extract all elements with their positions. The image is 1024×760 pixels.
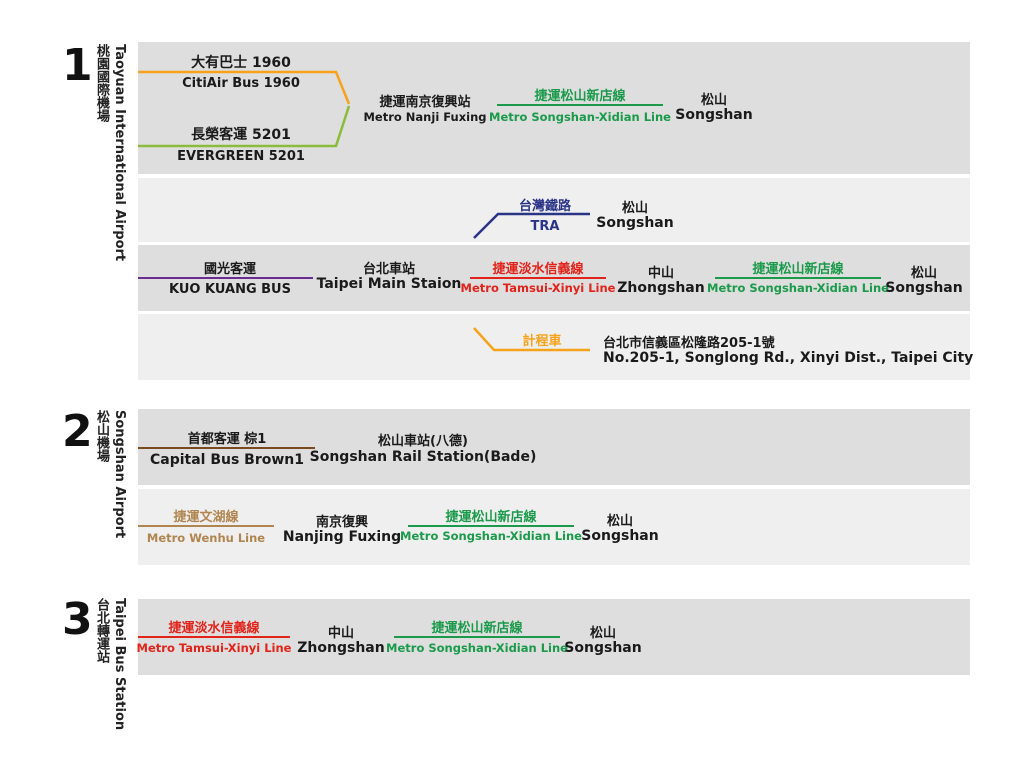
s2-route2-band — [138, 489, 970, 565]
s1-r3-line2-en: Metro Songshan-Xidian Line — [707, 281, 889, 295]
s1-r1-line-zh: 捷運松山新店線 — [534, 89, 626, 104]
s3-songshan-line — [394, 636, 560, 638]
s3-line1-en: Metro Tamsui-Xinyi Line — [136, 641, 292, 655]
s1-r2-dest-zh: 松山 — [621, 201, 649, 216]
kuo-kuang-bus-zh: 國光客運 — [203, 262, 257, 277]
s3-line1-zh: 捷運淡水信義線 — [168, 621, 260, 636]
s1-r3-line1-zh: 捷運淡水信義線 — [492, 262, 584, 277]
section-1-number: 1 — [62, 40, 93, 91]
s1-r3-dest-zh: 松山 — [910, 266, 938, 281]
s1-route2-band — [138, 178, 970, 242]
s1-r1-dest-zh: 松山 — [700, 93, 728, 108]
wenhu-line — [138, 525, 274, 527]
section-2-name-zh: 松山機場 — [94, 410, 109, 462]
s2-nanjing-fuxing-en: Nanjing Fuxing — [282, 529, 402, 545]
s1-r3-line1-en: Metro Tamsui-Xinyi Line — [460, 281, 616, 295]
s1-r2-dest-en: Songshan — [596, 215, 674, 231]
s3-dest-zh: 松山 — [589, 626, 617, 641]
kuo-kuang-bus-line — [138, 277, 313, 279]
s2-r2-line2-zh: 捷運松山新店線 — [445, 510, 537, 525]
tra-route-line — [473, 212, 590, 239]
s2-r2-songshan-line — [408, 525, 574, 527]
capital-bus-line — [138, 447, 315, 449]
s2-r2-dest-en: Songshan — [581, 528, 659, 544]
section-3-number: 3 — [62, 594, 93, 645]
s2-r2-dest-zh: 松山 — [606, 514, 634, 529]
taipei-main-station-en: Taipei Main Staion — [316, 276, 462, 292]
s3-dest-en: Songshan — [564, 640, 642, 656]
s2-r2-line2-en: Metro Songshan-Xidian Line — [400, 529, 582, 543]
section-1-name-en: Taoyuan International Airport — [112, 44, 127, 262]
s1-r3-dest-en: Songshan — [885, 280, 963, 296]
taipei-main-station-zh: 台北車站 — [362, 262, 416, 277]
section-1-name-zh: 桃園國際機場 — [94, 44, 109, 122]
s3-zhongshan-zh: 中山 — [327, 626, 355, 641]
tra-line-zh: 台灣鐵路 — [518, 199, 572, 214]
s1-r1-dest-en: Songshan — [675, 107, 753, 123]
s1-r1-line-en: Metro Songshan-Xidian Line — [489, 110, 671, 124]
s3-line2-zh: 捷運松山新店線 — [431, 621, 523, 636]
s1-r3-stop2-en: Zhongshan — [617, 280, 705, 296]
songshan-rail-station-zh: 松山車站(八德) — [378, 434, 468, 449]
capital-bus-zh: 首都客運 棕1 — [187, 432, 267, 447]
taxi-address-en: No.205-1, Songlong Rd., Xinyi Dist., Tai… — [603, 350, 974, 366]
s1-r3-line2-zh: 捷運松山新店線 — [752, 262, 844, 277]
s1-r3-stop2-zh: 中山 — [647, 266, 675, 281]
s1-r3-songshan-line — [715, 277, 881, 279]
citiair-bus-en: CitiAir Bus 1960 — [182, 76, 300, 91]
capital-bus-en: Capital Bus Brown1 — [149, 452, 305, 468]
taxi-zh: 計程車 — [522, 334, 562, 349]
taxi-route-line — [473, 327, 590, 352]
section-3-name-en: Taipei Bus Station — [112, 598, 127, 731]
s3-line2-en: Metro Songshan-Xidian Line — [386, 641, 568, 655]
section-2-name-en: Songshan Airport — [112, 410, 127, 539]
s1-route4-band — [138, 314, 970, 380]
nanjing-fuxing-station-en: Metro Nanji Fuxing — [363, 110, 487, 124]
taxi-address-zh: 台北市信義區松隆路205-1號 — [603, 336, 775, 351]
s2-nanjing-fuxing-zh: 南京復興 — [315, 515, 369, 530]
kuo-kuang-bus-en: KUO KUANG BUS — [169, 282, 291, 297]
evergreen-route-line — [138, 105, 351, 148]
wenhu-line-zh: 捷運文湖線 — [173, 510, 239, 525]
nanjing-fuxing-station-zh: 捷運南京復興站 — [379, 95, 471, 110]
s3-tamsui-line — [138, 636, 290, 638]
wenhu-line-en: Metro Wenhu Line — [146, 531, 266, 545]
s1-r3-tamsui-line — [470, 277, 606, 279]
s1-r1-metro-line — [497, 104, 663, 106]
section-3-name-zh: 台北轉運站 — [94, 598, 109, 663]
evergreen-bus-zh: 長榮客運 5201 — [191, 127, 291, 143]
evergreen-bus-en: EVERGREEN 5201 — [177, 149, 305, 164]
tra-line-en: TRA — [530, 219, 560, 234]
citiair-bus-zh: 大有巴士 1960 — [191, 55, 291, 71]
s3-zhongshan-en: Zhongshan — [297, 640, 385, 656]
section-2-number: 2 — [62, 406, 93, 457]
s1-route1-band — [138, 42, 970, 174]
citiair-route-line — [138, 70, 351, 105]
songshan-rail-station-en: Songshan Rail Station(Bade) — [309, 449, 537, 465]
